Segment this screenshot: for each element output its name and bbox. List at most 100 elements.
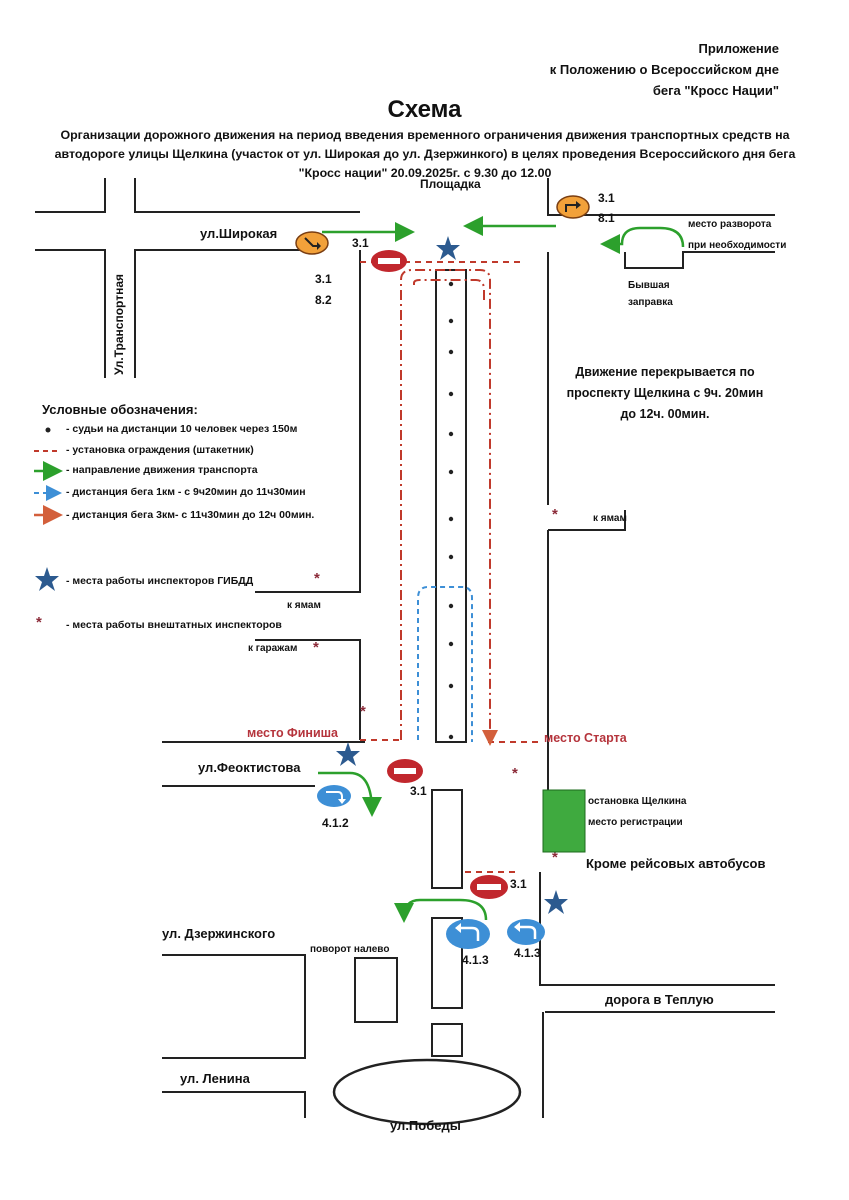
sign-label-3-1-c: 3.1: [315, 272, 332, 286]
except-buses-label: Кроме рейсовых автобусов: [586, 856, 766, 871]
appendix-heading: Приложение к Положению о Всероссийском д…: [449, 38, 779, 101]
to-garages-label: к гаражам: [248, 643, 298, 654]
appendix-line-1: Приложение: [698, 41, 779, 56]
no-entry-sign-3: [470, 875, 508, 899]
sign-label-3-1-d: 3.1: [410, 784, 427, 798]
closure-notice-line-1: Движение перекрывается по: [575, 365, 755, 379]
svg-text:*: *: [314, 570, 320, 587]
closure-notice-line-3: до 12ч. 00мин.: [620, 407, 710, 421]
legend-item-volunteers: - места работы внештатных инспекторов: [40, 619, 282, 631]
legend-text-run-1km: - дистанция бега 1км - с 9ч20мин до 11ч3…: [66, 486, 306, 498]
transportnaya-street-label: Ул.Транспортная: [112, 273, 126, 375]
legend-text-run-3km: - дистанция бега 3км- с 11ч30мин до 12ч …: [66, 509, 315, 521]
legend-text-volunteers: - места работы внештатных инспекторов: [66, 619, 282, 631]
inspector-stars: [35, 236, 568, 914]
no-entry-signs: [371, 250, 508, 899]
legend-title: Условные обозначения:: [42, 402, 198, 417]
road-edges: [35, 178, 775, 1118]
feoktistova-street-label: ул.Феоктистова: [198, 760, 301, 775]
sign-label-4-1-3-b: 4.1.3: [514, 946, 541, 960]
legend-item-judges: - судьи на дистанции 10 человек через 15…: [40, 423, 297, 435]
judge-dot: [448, 349, 454, 355]
document-subtitle: Организации дорожного движения на период…: [40, 126, 810, 183]
bus-stop-area: [542, 789, 586, 853]
teplaya-road-label: дорога в Теплую: [605, 992, 714, 1007]
route-3km: [400, 269, 498, 746]
judge-dots: [448, 281, 454, 740]
sign-label-3-1-b: 3.1: [352, 236, 369, 250]
star-1: [436, 236, 460, 260]
appendix-line-2: к Положению о Всероссийском дне: [549, 62, 779, 77]
left-turn-label: поворот налево: [310, 944, 390, 955]
sign-4-1-3-a: [446, 919, 490, 949]
traffic-arrows: [318, 216, 685, 923]
star-2: [336, 742, 360, 766]
sign-label-4-1-2: 4.1.2: [322, 816, 349, 830]
legend-item-traffic: - направление движения транспорта: [40, 464, 258, 476]
finish-label: место Финиша: [247, 726, 339, 740]
sign-label-3-1-a: 3.1: [598, 191, 615, 205]
svg-text:*: *: [313, 639, 319, 656]
start-label: место Старта: [544, 731, 627, 745]
legend-text-gibdd: - места работы инспекторов ГИБДД: [66, 575, 254, 587]
judge-dot: [448, 391, 454, 397]
pobedy-street-label: ул.Победы: [390, 1118, 461, 1133]
legend-text-traffic: - направление движения транспорта: [66, 464, 258, 476]
no-entry-sign-1: [371, 250, 407, 272]
median-islands: [354, 269, 467, 1057]
subtitle-line-1: Организации дорожного движения на период…: [60, 128, 790, 142]
former-station-label-1: Бывшая: [628, 280, 670, 291]
appendix-line-3: бега "Кросс Нации": [652, 83, 779, 98]
judge-dot: [448, 554, 454, 560]
svg-text:*: *: [552, 506, 558, 523]
judge-dot: [448, 516, 454, 522]
sign-4-1-2: [317, 785, 351, 807]
legend-item-gibdd: - места работы инспекторов ГИБДД: [40, 575, 253, 587]
legend-item-run-3km: - дистанция бега 3км- с 11ч30мин до 12ч …: [40, 509, 314, 521]
document-title: Схема: [387, 96, 462, 123]
judge-dot: [448, 431, 454, 437]
dzerzhinskogo-street-label: ул. Дзержинского: [162, 926, 276, 941]
star-3: [544, 890, 568, 914]
u-turn-label: место разворота: [688, 219, 772, 230]
judge-dot: [448, 603, 454, 609]
judge-dot: [448, 641, 454, 647]
registration-label: место регистрации: [588, 817, 683, 828]
volunteer-asterisks: * * * * * * *: [36, 506, 558, 866]
turn-signs: [295, 195, 590, 255]
svg-text:*: *: [552, 849, 558, 866]
sign-label-4-1-3-a: 4.1.3: [462, 953, 489, 967]
legend-markers: [34, 427, 63, 525]
lenina-street-label: ул. Ленина: [180, 1071, 250, 1086]
sign-label-3-1-e: 3.1: [510, 877, 527, 891]
turn-sign-2: [295, 231, 329, 255]
pobedy-roundabout: [332, 1058, 522, 1126]
legend-item-fence: - установка ограждения (штакетник): [40, 444, 254, 456]
sign-label-8-1: 8.1: [598, 211, 615, 225]
to-pits-left-label: к ямам: [287, 600, 321, 611]
subtitle-line-2: автодороге улицы Щелкина (участок от ул.…: [54, 147, 796, 161]
former-station-label-2: заправка: [628, 297, 673, 308]
direction-signs: [317, 785, 545, 949]
subtitle-line-3: "Кросс нации" 20.09.2025г. с 9.30 до 12.…: [298, 166, 552, 180]
sign-4-1-3-b: [507, 919, 545, 945]
svg-text:*: *: [360, 703, 366, 720]
judge-dot: [448, 683, 454, 689]
judge-dot: [448, 734, 454, 740]
bus-stop-label: остановка Щелкина: [588, 796, 687, 807]
legend-text-fence: - установка ограждения (штакетник): [66, 444, 254, 456]
shirokaya-street-label: ул.Широкая: [200, 226, 278, 241]
svg-text:*: *: [36, 614, 42, 631]
turn-sign-1: [556, 195, 590, 219]
sign-label-8-2: 8.2: [315, 293, 332, 307]
if-needed-label: при необходимости: [688, 240, 787, 251]
judge-dot: [448, 318, 454, 324]
svg-text:*: *: [512, 765, 518, 782]
no-entry-sign-2: [387, 759, 423, 783]
to-pits-right-label: к ямам: [593, 513, 627, 524]
legend-item-run-1km: - дистанция бега 1км - с 9ч20мин до 11ч3…: [40, 486, 306, 498]
ploshchadka-label: Площадка: [420, 177, 481, 191]
legend-star: [35, 567, 59, 591]
closure-notice: Движение перекрывается по проспекту Щелк…: [545, 362, 785, 425]
